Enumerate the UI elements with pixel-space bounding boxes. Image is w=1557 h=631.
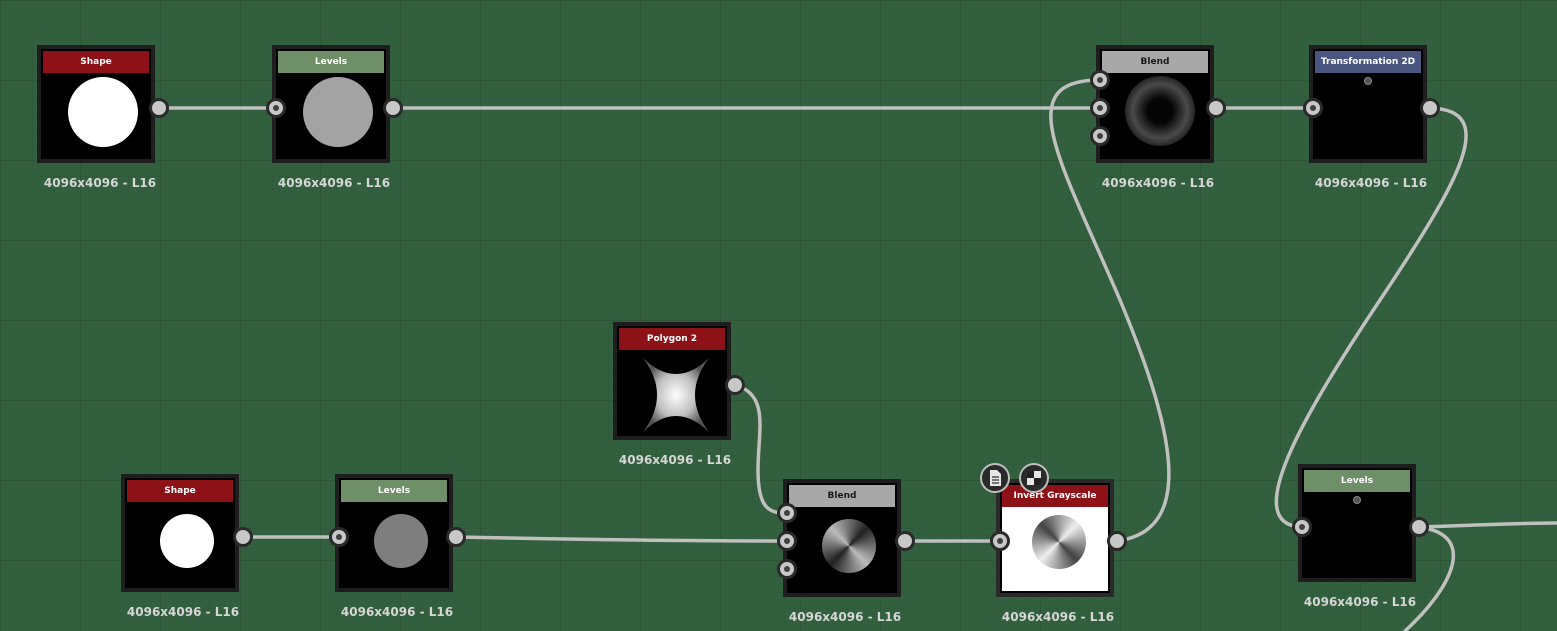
node-title: Invert Grayscale [1002,485,1108,507]
node-title: Levels [341,480,447,502]
node-blend-top[interactable]: Blend [1096,45,1214,163]
gray-disc [303,77,373,147]
background-input-port[interactable] [1090,98,1110,118]
node-levels-top[interactable]: Levels [272,45,390,163]
star-preview [643,358,709,432]
node-shape-top[interactable]: Shape [37,45,155,163]
output-port[interactable] [149,98,169,118]
node-title: Transformation 2D [1315,51,1421,73]
white-disc [160,514,214,568]
input-port[interactable] [266,98,286,118]
output-port[interactable] [1206,98,1226,118]
node-size-label: 4096x4096 - L16 [126,605,240,619]
output-port[interactable] [1107,531,1127,551]
input-port[interactable] [990,531,1010,551]
node-preview [43,73,149,157]
blend-disc [1125,76,1195,146]
node-title: Blend [1102,51,1208,73]
white-disc [68,77,138,147]
output-port[interactable] [1409,517,1429,537]
node-size-label: 4096x4096 - L16 [1314,176,1428,190]
node-title: Blend [789,485,895,507]
node-transformation-2d[interactable]: Transformation 2D [1309,45,1427,163]
output-port[interactable] [725,375,745,395]
node-size-label: 4096x4096 - L16 [277,176,391,190]
node-title: Levels [1304,470,1410,492]
input-port[interactable] [329,527,349,547]
node-preview [278,73,384,157]
node-title: Shape [127,480,233,502]
node-preview [127,502,233,586]
wire-polygon-blend2 [733,383,789,515]
node-size-label: 4096x4096 - L16 [1001,610,1115,624]
output-port[interactable] [1420,98,1440,118]
wire-levels2-blend2 [454,535,789,543]
node-size-label: 4096x4096 - L16 [788,610,902,624]
mask-input-port[interactable] [1090,126,1110,146]
mask-input-port[interactable] [777,559,797,579]
node-preview [1002,507,1108,591]
output-port[interactable] [895,531,915,551]
node-preview [1315,73,1421,157]
output-port[interactable] [383,98,403,118]
node-preview [789,507,895,591]
invert-disc [1032,515,1086,569]
node-preview [341,502,447,586]
node-preview [1304,492,1410,576]
node-size-label: 4096x4096 - L16 [340,605,454,619]
wire-levels3-out [1417,521,1557,529]
blend-disc [822,519,876,573]
wire-invert-blend1 [1049,78,1171,543]
node-preview [1102,73,1208,157]
foreground-input-port[interactable] [1090,70,1110,90]
output-port[interactable] [446,527,466,547]
wire-levels3-down [1403,525,1456,631]
input-port[interactable] [1292,517,1312,537]
status-dot-icon [1364,77,1372,85]
node-levels-bottom[interactable]: Levels [335,474,453,592]
node-levels-right[interactable]: Levels [1298,464,1416,582]
node-title: Polygon 2 [619,328,725,350]
background-input-port[interactable] [777,531,797,551]
output-port[interactable] [233,527,253,547]
node-size-label: 4096x4096 - L16 [43,176,157,190]
node-size-label: 4096x4096 - L16 [1101,176,1215,190]
checker-icon[interactable] [1019,463,1049,493]
node-invert-grayscale[interactable]: Invert Grayscale [996,479,1114,597]
gray-disc [374,514,428,568]
document-icon[interactable] [980,463,1010,493]
foreground-input-port[interactable] [777,503,797,523]
node-size-label: 4096x4096 - L16 [1303,595,1417,609]
node-title: Levels [278,51,384,73]
node-size-label: 4096x4096 - L16 [618,453,732,467]
node-title: Shape [43,51,149,73]
node-blend-bottom[interactable]: Blend [783,479,901,597]
status-dot-icon [1353,496,1361,504]
wire-transform-levels3 [1274,106,1468,529]
node-polygon-2[interactable]: Polygon 2 [613,322,731,440]
node-shape-bottom[interactable]: Shape [121,474,239,592]
input-port[interactable] [1303,98,1323,118]
node-preview [619,350,725,434]
